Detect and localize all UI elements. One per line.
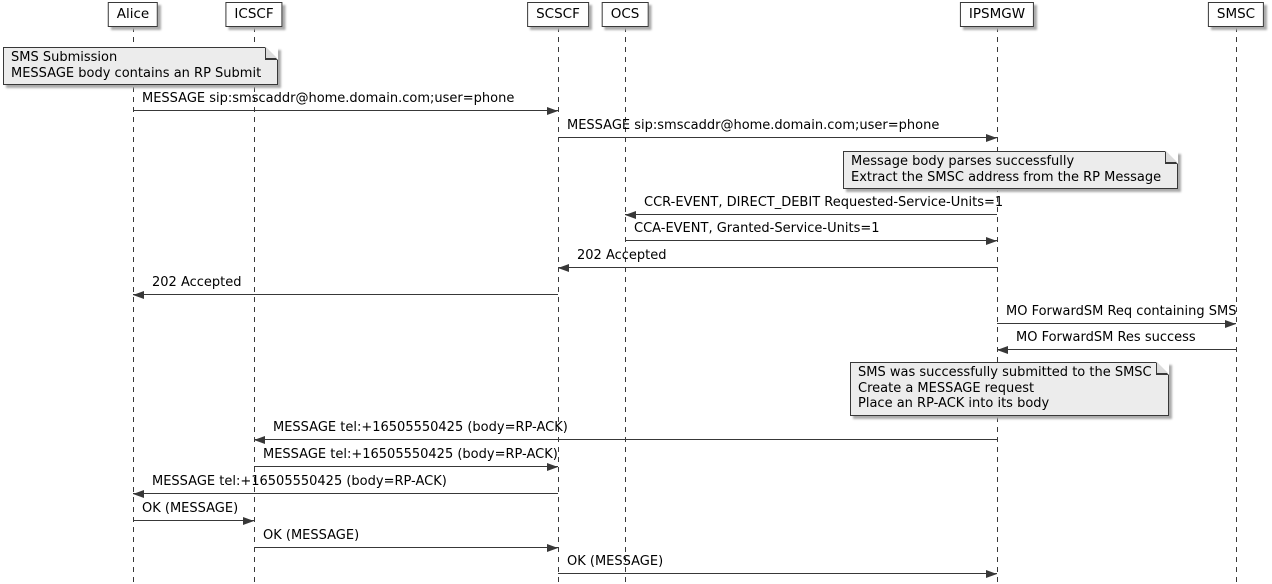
message-label: OK (MESSAGE) xyxy=(567,554,664,569)
lifeline-smsc xyxy=(1235,27,1237,584)
note-line: Create a MESSAGE request xyxy=(858,380,1035,396)
message-line xyxy=(997,349,1236,350)
lifeline-alice xyxy=(132,27,134,584)
message-line xyxy=(997,323,1236,324)
message-arrowhead-icon xyxy=(625,211,636,219)
message-arrowhead-icon xyxy=(133,490,144,498)
message-line xyxy=(558,573,997,574)
message-label: MESSAGE tel:+16505550425 (body=RP-ACK) xyxy=(263,447,558,462)
participant-label: IPSMGW xyxy=(968,6,1026,22)
message-line xyxy=(558,137,997,138)
message-arrowhead-icon xyxy=(1225,320,1236,328)
message-arrowhead-icon xyxy=(558,264,569,272)
lifeline-scscf xyxy=(557,27,559,584)
message-label: CCR-EVENT, DIRECT_DEBIT Requested-Servic… xyxy=(644,195,1004,210)
participant-label: SCSCF xyxy=(536,6,580,22)
message-arrowhead-icon xyxy=(986,237,997,245)
message-line xyxy=(133,493,558,494)
message-label: 202 Accepted xyxy=(152,275,242,290)
message-arrowhead-icon xyxy=(986,570,997,578)
message-line xyxy=(625,240,997,241)
note-line: Message body parses successfully xyxy=(851,154,1075,169)
participant-smsc: SMSC xyxy=(1207,2,1265,27)
message-label: MESSAGE sip:smscaddr@home.domain.com;use… xyxy=(142,91,515,106)
message-arrowhead-icon xyxy=(254,436,265,444)
message-arrowhead-icon xyxy=(243,517,254,525)
participant-icscf: ICSCF xyxy=(225,2,283,27)
message-line xyxy=(558,267,997,268)
participant-label: Alice xyxy=(116,6,150,22)
lifeline-ocs xyxy=(624,27,626,584)
message-line xyxy=(625,214,997,215)
participant-label: OCS xyxy=(610,6,640,22)
message-arrowhead-icon xyxy=(986,134,997,142)
participant-alice: Alice xyxy=(107,2,159,27)
message-arrowhead-icon xyxy=(133,291,144,299)
message-line xyxy=(133,520,254,521)
note-line: MESSAGE body contains an RP Submit xyxy=(11,65,262,81)
message-line xyxy=(133,294,558,295)
message-arrowhead-icon xyxy=(997,346,1008,354)
lifeline-icscf xyxy=(253,27,255,584)
message-arrowhead-icon xyxy=(547,544,558,552)
note: SMS was successfully submitted to the SM… xyxy=(850,362,1169,416)
message-label: 202 Accepted xyxy=(577,248,667,263)
participant-ocs: OCS xyxy=(601,2,649,27)
message-arrowhead-icon xyxy=(547,463,558,471)
message-line xyxy=(254,547,558,548)
participant-ipsmgw: IPSMGW xyxy=(959,2,1035,27)
participant-label: ICSCF xyxy=(234,6,274,22)
message-label: MO ForwardSM Res success xyxy=(1016,330,1196,345)
message-label: OK (MESSAGE) xyxy=(263,528,360,543)
message-label: OK (MESSAGE) xyxy=(142,501,239,516)
message-label: MESSAGE sip:smscaddr@home.domain.com;use… xyxy=(567,118,940,133)
message-label: MO ForwardSM Req containing SMS xyxy=(1006,304,1237,319)
message-line xyxy=(254,466,558,467)
note-line: Place an RP-ACK into its body xyxy=(858,396,1050,411)
participant-scscf: SCSCF xyxy=(527,2,589,27)
message-label: CCA-EVENT, Granted-Service-Units=1 xyxy=(634,221,880,236)
note-line: SMS Submission xyxy=(11,50,118,65)
participant-label: SMSC xyxy=(1216,6,1256,22)
lifeline-ipsmgw xyxy=(996,27,998,584)
note-line: SMS was successfully submitted to the SM… xyxy=(858,365,1152,380)
message-label: MESSAGE tel:+16505550425 (body=RP-ACK) xyxy=(152,474,447,489)
message-line xyxy=(254,439,997,440)
note-line: Extract the SMSC address from the RP Mes… xyxy=(851,169,1162,185)
message-label: MESSAGE tel:+16505550425 (body=RP-ACK) xyxy=(273,420,568,435)
message-arrowhead-icon xyxy=(547,107,558,115)
message-line xyxy=(133,110,558,111)
